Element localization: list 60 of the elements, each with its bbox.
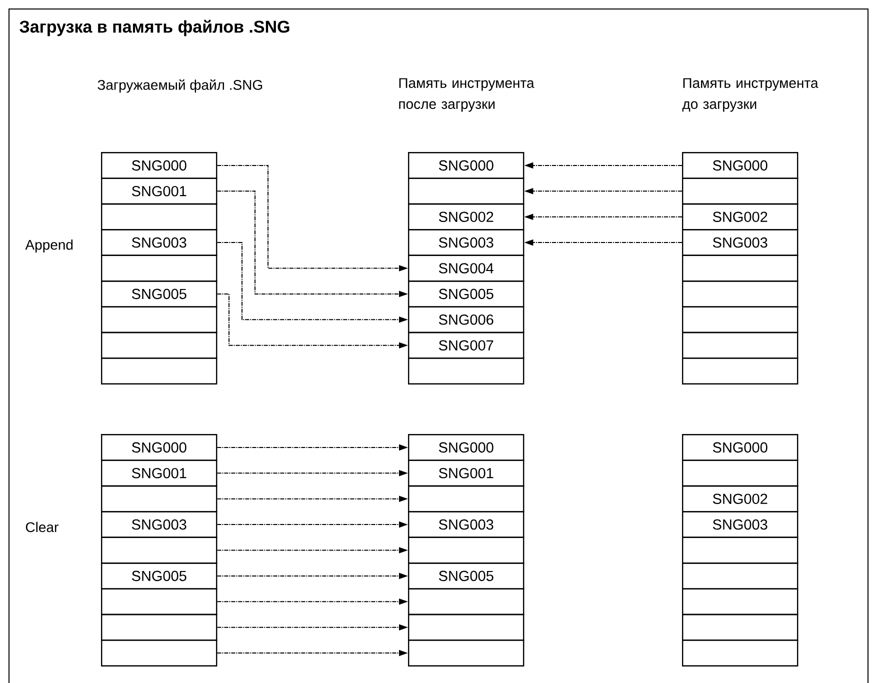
- title: Загрузка в память файлов .SNG: [20, 20, 290, 36]
- empty-cell: [682, 306, 798, 334]
- empty-cell: [101, 614, 218, 641]
- memory-cell: SNG000: [408, 152, 524, 179]
- column-heading: Память инструмента после загрузки: [399, 78, 534, 112]
- memory-cell: SNG002: [682, 203, 798, 230]
- memory-cell: SNG005: [101, 280, 218, 308]
- row-label: Append: [25, 239, 73, 253]
- empty-cell: [682, 332, 798, 359]
- empty-cell: [408, 358, 524, 384]
- memory-cell: SNG002: [682, 485, 798, 512]
- empty-cell: [682, 614, 798, 641]
- empty-cell: [682, 254, 798, 282]
- memory-cell: SNG000: [101, 152, 218, 179]
- memory-cell: SNG005: [408, 562, 524, 590]
- memory-cell: SNG000: [682, 152, 798, 179]
- memory-cell: SNG001: [101, 460, 218, 487]
- memory-cell: SNG005: [101, 562, 218, 590]
- empty-cell: [408, 178, 524, 205]
- empty-cell: [682, 640, 798, 666]
- memory-cell: SNG000: [408, 434, 524, 461]
- empty-cell: [682, 536, 798, 564]
- memory-cell: SNG006: [408, 306, 524, 334]
- memory-cell: SNG003: [101, 511, 218, 538]
- memory-cell: SNG005: [408, 280, 524, 308]
- memory-cell: SNG003: [682, 229, 798, 256]
- memory-cell: SNG002: [408, 203, 524, 230]
- empty-cell: [682, 280, 798, 308]
- empty-cell: [101, 254, 218, 282]
- empty-cell: [101, 640, 218, 666]
- empty-cell: [408, 588, 524, 616]
- empty-cell: [408, 614, 524, 641]
- memory-cell: SNG000: [682, 434, 798, 461]
- memory-cell: SNG000: [101, 434, 218, 461]
- memory-cell: SNG007: [408, 332, 524, 359]
- column-heading: Загружаемый файл .SNG: [98, 79, 262, 93]
- empty-cell: [101, 203, 218, 230]
- empty-cell: [682, 460, 798, 487]
- memory-cell: SNG004: [408, 254, 524, 282]
- memory-cell: SNG003: [408, 229, 524, 256]
- memory-cell: SNG003: [101, 229, 218, 256]
- empty-cell: [101, 485, 218, 512]
- empty-cell: [682, 178, 798, 205]
- empty-cell: [408, 640, 524, 666]
- memory-cell: SNG003: [408, 511, 524, 538]
- row-label: Clear: [26, 522, 58, 532]
- empty-cell: [408, 536, 524, 564]
- memory-cell: SNG001: [101, 178, 218, 205]
- empty-cell: [682, 588, 798, 616]
- empty-cell: [682, 358, 798, 384]
- empty-cell: [101, 536, 218, 564]
- empty-cell: [101, 588, 218, 616]
- empty-cell: [101, 306, 218, 334]
- empty-cell: [682, 562, 798, 590]
- empty-cell: [408, 485, 524, 512]
- memory-cell: SNG003: [682, 511, 798, 538]
- column-heading: Память инструмента до загрузки: [682, 78, 818, 112]
- memory-cell: SNG001: [408, 460, 524, 487]
- empty-cell: [101, 332, 218, 359]
- empty-cell: [101, 358, 218, 384]
